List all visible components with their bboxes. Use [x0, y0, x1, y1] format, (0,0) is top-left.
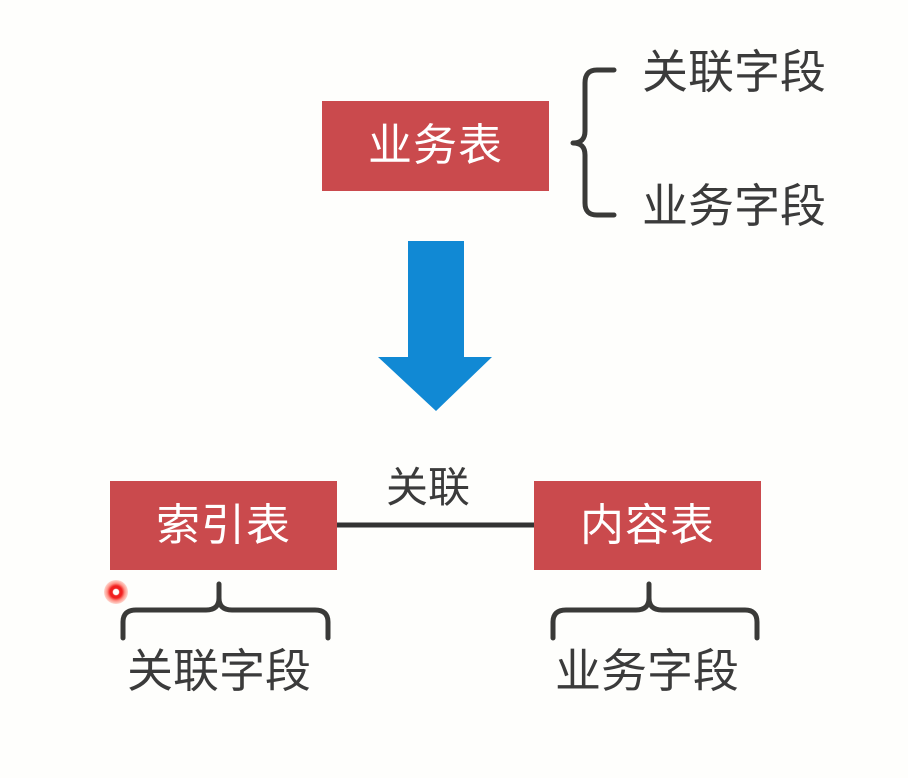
click-marker-icon: [104, 580, 128, 604]
top-brace-upper-label: 关联字段: [642, 45, 826, 99]
curly-brace-icon: [570, 67, 617, 218]
top-brace-lower-label: 业务字段: [642, 179, 826, 233]
bottom-right-brace-label: 业务字段: [555, 644, 739, 698]
node-content-table[interactable]: 内容表: [534, 481, 761, 570]
arrow-down-icon: [378, 241, 492, 411]
node-index-table-label: 索引表: [156, 499, 291, 551]
bottom-left-brace-label: 关联字段: [127, 644, 311, 698]
node-content-table-label: 内容表: [580, 499, 715, 551]
edge-relation-label: 关联: [386, 463, 471, 512]
under-brace-icon-right: [550, 581, 760, 641]
under-brace-icon-left: [120, 581, 331, 641]
node-business-table[interactable]: 业务表: [322, 101, 549, 191]
node-business-table-label: 业务表: [368, 120, 503, 171]
node-index-table[interactable]: 索引表: [110, 481, 337, 570]
